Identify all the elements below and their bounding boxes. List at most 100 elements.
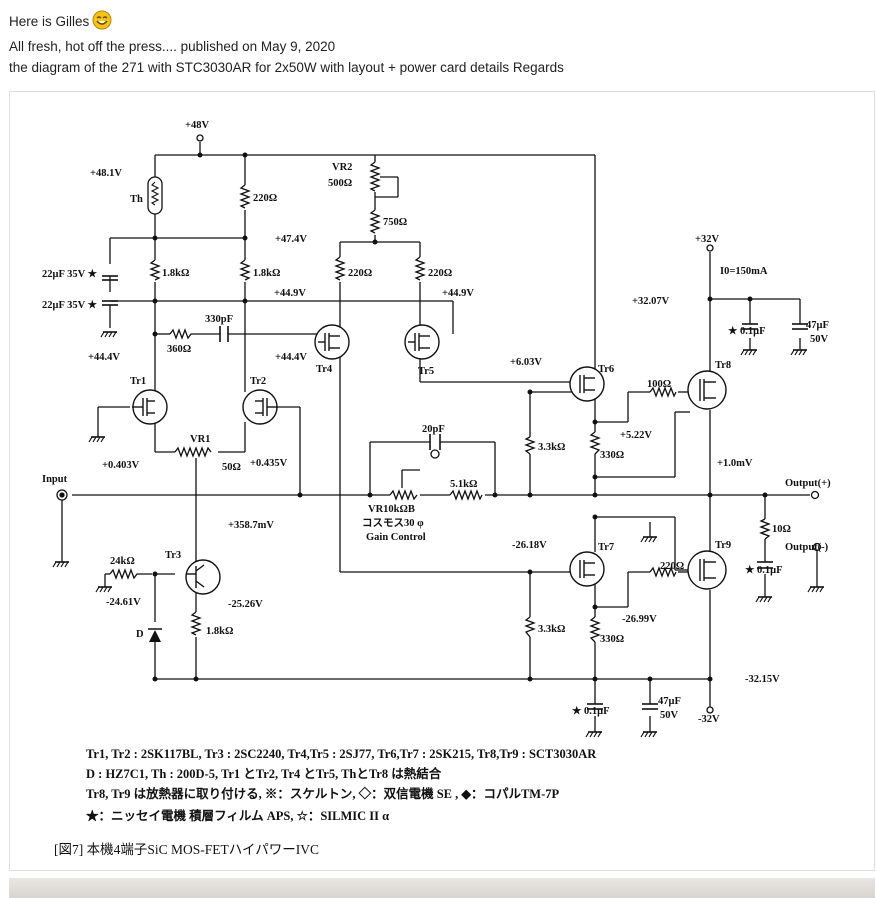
- label-v0-435: +0.435V: [250, 458, 288, 469]
- label-v44-4a: +44.4V: [88, 352, 120, 363]
- label-r50: 50Ω: [222, 462, 241, 473]
- zener-diode-d: [148, 628, 162, 642]
- label-r220-top: 220Ω: [253, 193, 277, 204]
- label-c47a: 47μF: [806, 320, 829, 331]
- transistors: [132, 324, 727, 595]
- label-vminus32: -32V: [698, 714, 720, 725]
- label-v44-4b: +44.4V: [275, 352, 307, 363]
- note-line-2: D : HZ7C1, Th : 200D-5, Tr1 とTr2, Tr4 とT…: [86, 766, 442, 781]
- label-r220-e: 220Ω: [660, 561, 684, 572]
- label-out-plus: Output(+): [785, 478, 831, 489]
- label-v6-03: +6.03V: [510, 357, 542, 368]
- label-tr4: Tr4: [316, 364, 333, 375]
- label-tr7: Tr7: [598, 542, 614, 553]
- label-diode-d: D: [136, 629, 144, 640]
- label-v47-4: +47.4V: [275, 234, 307, 245]
- note-line-4: ★：ニッセイ電機 積層フィルム APS, ☆：SILMIC II α: [86, 808, 389, 823]
- schematic-figure: +48V +48.1V Th 220Ω +47.4V 22μF 35V ★ 22…: [9, 91, 875, 871]
- tr3-symbol: [185, 559, 221, 595]
- label-c0-1b: ★ 0.1μF: [745, 564, 783, 576]
- label-tr9: Tr9: [715, 540, 731, 551]
- label-c50a: 50V: [810, 334, 829, 345]
- note-line-1: Tr1, Tr2 : 2SK117BL, Tr3 : 2SC2240, Tr4,…: [86, 747, 597, 761]
- label-tr3: Tr3: [165, 550, 181, 561]
- component-labels: +48V +48.1V Th 220Ω +47.4V 22μF 35V ★ 22…: [42, 120, 831, 725]
- label-i0: I0=150mA: [720, 266, 768, 277]
- label-v26-99: -26.99V: [622, 614, 657, 625]
- label-vr10k: VR10kΩB: [368, 504, 415, 515]
- label-v44-9a: +44.9V: [274, 288, 306, 299]
- label-cap22-b: 22μF 35V ★: [42, 299, 98, 311]
- label-tr6: Tr6: [598, 364, 614, 375]
- label-c0-1a: ★ 0.1μF: [728, 325, 766, 337]
- parts-notes: Tr1, Tr2 : 2SK117BL, Tr3 : 2SC2240, Tr4,…: [86, 747, 597, 823]
- label-v0-403: +0.403V: [102, 460, 140, 471]
- label-v5-22: +5.22V: [620, 430, 652, 441]
- tr4-symbol: [314, 324, 350, 360]
- tr5-symbol: [404, 324, 440, 360]
- label-v48-1: +48.1V: [90, 168, 122, 179]
- label-vplus48: +48V: [185, 120, 209, 131]
- label-r10: 10Ω: [772, 524, 791, 535]
- label-r3k3-a: 3.3kΩ: [538, 442, 565, 453]
- label-c330p: 330pF: [205, 314, 233, 325]
- label-r750: 750Ω: [383, 217, 407, 228]
- smiley-icon: [92, 10, 112, 36]
- post-line-2: All fresh, hot off the press.... publish…: [9, 39, 336, 54]
- label-input: Input: [42, 474, 68, 485]
- label-r330-a: 330Ω: [600, 450, 624, 461]
- label-r220-d: 220Ω: [428, 268, 452, 279]
- label-r500: 500Ω: [328, 178, 352, 189]
- label-v25-26: -25.26V: [228, 599, 263, 610]
- next-post-image-strip: [9, 878, 875, 898]
- output-plus-terminal: [810, 490, 820, 500]
- tr9-symbol: [687, 550, 727, 590]
- label-r220-c: 220Ω: [348, 268, 372, 279]
- note-line-3: Tr8, Tr9 は放熱器に取り付ける, ※：スケルトン, ◇：双信電機 SE …: [86, 786, 560, 801]
- post-body: Here is Gilles All fresh, hot off the pr…: [9, 10, 564, 78]
- post-line-3: the diagram of the 271 with STC3030AR fo…: [9, 60, 564, 75]
- label-v32-07: +32.07V: [632, 296, 670, 307]
- thermistor-th: [147, 176, 163, 215]
- label-r360: 360Ω: [167, 344, 191, 355]
- post-line-1: Here is Gilles: [9, 10, 564, 36]
- tr6-symbol: [569, 366, 605, 402]
- label-r24k: 24kΩ: [110, 556, 135, 567]
- label-tr1: Tr1: [130, 376, 146, 387]
- label-c20p: 20pF: [422, 424, 445, 435]
- label-tr8: Tr8: [715, 360, 731, 371]
- label-r5k1: 5.1kΩ: [450, 479, 477, 490]
- label-v44-9b: +44.9V: [442, 288, 474, 299]
- resistors: [109, 161, 771, 643]
- junction-dots: [152, 152, 768, 682]
- terminals: [56, 134, 822, 714]
- label-c47b: 47μF: [658, 696, 681, 707]
- label-vr1: VR1: [190, 434, 210, 445]
- label-v32: +32V: [695, 234, 719, 245]
- label-v26-18: -26.18V: [512, 540, 547, 551]
- label-gain: Gain Control: [366, 532, 426, 543]
- label-r3k3-b: 3.3kΩ: [538, 624, 565, 635]
- label-tr2: Tr2: [250, 376, 266, 387]
- label-r1k8-a: 1.8kΩ: [162, 268, 189, 279]
- figure-title: [図7] 本機4端子SiC MOS-FETハイパワーIVC: [54, 842, 319, 857]
- label-r1k8-b: 1.8kΩ: [253, 268, 280, 279]
- schematic-diagram: +48V +48.1V Th 220Ω +47.4V 22μF 35V ★ 22…: [42, 120, 831, 857]
- label-v1-0m: +1.0mV: [717, 458, 753, 469]
- tr8-symbol: [687, 370, 727, 410]
- label-v358: +358.7mV: [228, 520, 274, 531]
- tr7-symbol: [569, 551, 605, 587]
- label-c50b: 50V: [660, 710, 679, 721]
- capacitors: [102, 275, 808, 710]
- label-th: Th: [130, 194, 143, 205]
- label-v32-15: -32.15V: [745, 674, 780, 685]
- label-out-minus: Output(-): [785, 542, 829, 553]
- label-v24-61: -24.61V: [106, 597, 141, 608]
- transistor-internals: [132, 333, 716, 588]
- label-r1k8-c: 1.8kΩ: [206, 626, 233, 637]
- label-cosmos: コスモス30 φ: [362, 517, 424, 529]
- label-r100: 100Ω: [647, 379, 671, 390]
- label-tr5: Tr5: [418, 366, 434, 377]
- label-vr2: VR2: [332, 162, 352, 173]
- label-c0-1c: ★ 0.1μF: [572, 705, 610, 717]
